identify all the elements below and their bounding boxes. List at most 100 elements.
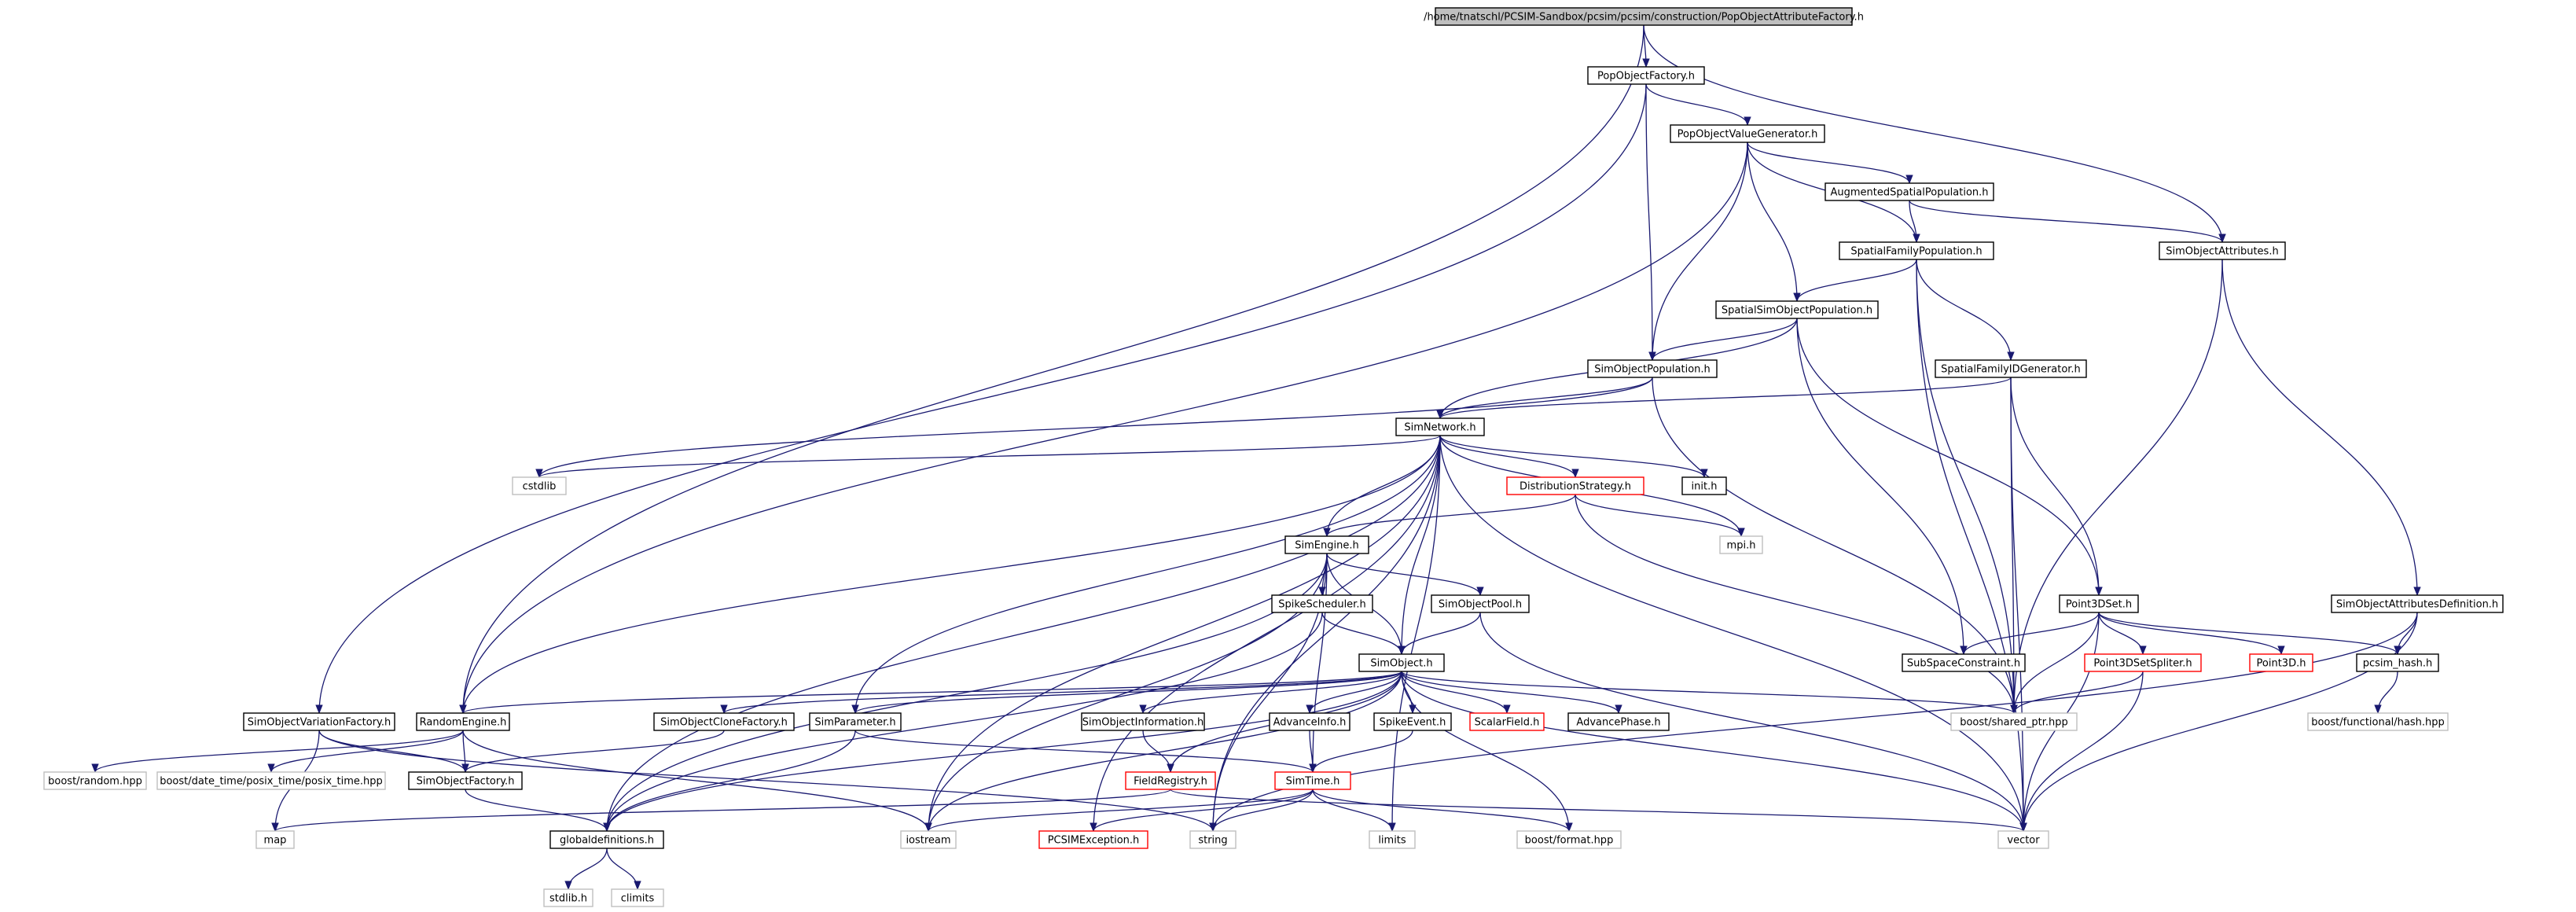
edge-randeng-to-posixtime <box>267 730 464 774</box>
node-augpop[interactable]: AugmentedSpatialPopulation.h <box>1825 182 1994 201</box>
node-randeng[interactable]: RandomEngine.h <box>416 712 510 731</box>
node-label-mpih: mpi.h <box>1727 540 1756 552</box>
node-popfactory[interactable]: PopObjectFactory.h <box>1587 66 1705 85</box>
node-p3dsplit[interactable]: Point3DSetSpliter.h <box>2084 653 2202 672</box>
edge-root-to-randeng <box>459 24 1644 715</box>
edge-fieldreg-to-vector <box>1170 789 2027 833</box>
edge-augpop-to-spatfampop <box>1909 200 1920 244</box>
node-label-map: map <box>264 835 287 847</box>
node-simobjpop[interactable]: SimObjectPopulation.h <box>1587 359 1718 378</box>
node-label-point3d: Point3D.h <box>2257 658 2306 670</box>
node-label-posixtime: boost/date_time/posix_time/posix_time.hp… <box>160 776 383 788</box>
node-box-root <box>1435 7 1853 26</box>
node-box-simtime <box>1274 771 1351 790</box>
node-label-scalarfield: ScalarField.h <box>1475 717 1540 729</box>
node-label-climits: climits <box>621 893 655 905</box>
edge-simobjvarfac-to-simobjfac <box>318 730 469 774</box>
edge-p3dsplit-to-sharedptr <box>2010 671 2144 715</box>
node-label-inith: init.h <box>1692 481 1718 493</box>
node-label-cstdlib: cstdlib <box>523 481 557 493</box>
node-diststrat[interactable]: DistributionStrategy.h <box>1506 476 1644 495</box>
edge-diststrat-to-sharedptr <box>1575 494 2018 715</box>
edge-randeng-to-boostrandom <box>91 730 464 774</box>
node-box-inith <box>1681 476 1727 495</box>
edge-simengine-to-simtime <box>1309 553 1328 774</box>
edge-simobject-to-cloneFac <box>720 671 1402 715</box>
node-cloneFac[interactable]: SimObjectCloneFactory.h <box>653 712 795 731</box>
edge-simnetwork-to-pcsimexc <box>1090 435 1441 833</box>
edge-popvalgen-to-augpop <box>1747 142 1913 185</box>
node-cstdlib: cstdlib <box>512 476 567 495</box>
node-simobjattrdef[interactable]: SimObjectAttributesDefinition.h <box>2331 594 2504 613</box>
edge-simobject-to-vector <box>1401 671 2027 833</box>
node-box-diststrat <box>1506 476 1644 495</box>
edge-simobject-to-randeng <box>459 671 1402 715</box>
node-simtime[interactable]: SimTime.h <box>1274 771 1351 790</box>
node-label-stdlib: stdlib.h <box>549 893 587 905</box>
node-inith[interactable]: init.h <box>1681 476 1727 495</box>
edge-simobject-to-iostream <box>924 671 1402 833</box>
node-pcsimexc[interactable]: PCSIMException.h <box>1038 830 1148 849</box>
node-simparam[interactable]: SimParameter.h <box>809 712 902 731</box>
edge-globaldefs-to-climits <box>606 848 641 891</box>
node-advphase[interactable]: AdvancePhase.h <box>1567 712 1670 731</box>
node-spatsimpop[interactable]: SpatialSimObjectPopulation.h <box>1715 300 1879 319</box>
node-label-simobjfac: SimObjectFactory.h <box>417 776 515 788</box>
edge-simobjinfo-to-fieldreg <box>1142 730 1174 774</box>
node-map: map <box>255 830 295 849</box>
node-box-spatfamid <box>1935 359 2087 378</box>
edge-spikesched-to-globaldefs <box>603 612 1323 833</box>
node-stdlib: stdlib.h <box>543 888 593 907</box>
node-simobject[interactable]: SimObject.h <box>1358 653 1445 672</box>
node-simnetwork[interactable]: SimNetwork.h <box>1395 417 1485 436</box>
edge-spatsimpop-to-subspace <box>1796 318 1968 656</box>
node-label-root: /home/tnatschl/PCSIM-Sandbox/pcsim/pcsim… <box>1424 12 1864 24</box>
node-scalarfield[interactable]: ScalarField.h <box>1469 712 1545 731</box>
edge-diststrat-to-mpih <box>1575 494 1745 538</box>
node-box-simobjattrdef <box>2331 594 2504 613</box>
edge-spatsimpop-to-simobjpop <box>1648 318 1798 362</box>
node-label-fieldreg: FieldRegistry.h <box>1134 776 1207 788</box>
node-label-advinfo: AdvanceInfo.h <box>1273 717 1347 729</box>
node-simobjpool[interactable]: SimObjectPool.h <box>1431 594 1530 613</box>
node-label-p3dsplit: Point3DSetSpliter.h <box>2093 658 2192 670</box>
node-label-spatfamid: SpatialFamilyIDGenerator.h <box>1941 364 2081 376</box>
node-box-map <box>255 830 295 849</box>
node-spikesched[interactable]: SpikeScheduler.h <box>1271 594 1373 613</box>
node-point3d[interactable]: Point3D.h <box>2249 653 2313 672</box>
edge-simnetwork-to-simobject <box>1398 435 1441 656</box>
node-advinfo[interactable]: AdvanceInfo.h <box>1269 712 1350 731</box>
edge-spatfampop-to-spatsimpop <box>1793 259 1917 303</box>
node-simengine[interactable]: SimEngine.h <box>1284 535 1369 554</box>
node-box-sharedptr <box>1950 712 2078 731</box>
node-simobjfac[interactable]: SimObjectFactory.h <box>408 771 523 790</box>
node-box-p3dsplit <box>2084 653 2202 672</box>
node-fieldreg[interactable]: FieldRegistry.h <box>1125 771 1216 790</box>
edge-simobject-to-advinfo <box>1306 671 1402 715</box>
edge-simnetwork-to-limits <box>1388 435 1441 833</box>
node-popvalgen[interactable]: PopObjectValueGenerator.h <box>1670 124 1825 143</box>
node-simobjvarfac[interactable]: SimObjectVariationFactory.h <box>243 712 395 731</box>
node-globaldefs[interactable]: globaldefinitions.h <box>549 830 664 849</box>
edge-simnetwork-to-inith <box>1439 435 1708 479</box>
edge-simnetwork-to-vector <box>1439 435 2027 833</box>
edge-simobjpop-to-simnetwork <box>1436 377 1653 420</box>
node-pcsimhash[interactable]: pcsim_hash.h <box>2356 653 2439 672</box>
node-spatfamid[interactable]: SpatialFamilyIDGenerator.h <box>1935 359 2087 378</box>
node-box-string <box>1189 830 1237 849</box>
node-point3dset[interactable]: Point3DSet.h <box>2059 594 2139 613</box>
node-box-simobjvarfac <box>243 712 395 731</box>
node-spikeevent[interactable]: SpikeEvent.h <box>1373 712 1452 731</box>
node-simobjattr[interactable]: SimObjectAttributes.h <box>2159 241 2286 260</box>
node-simobjinfo[interactable]: SimObjectInformation.h <box>1081 712 1205 731</box>
node-box-simobjfac <box>408 771 523 790</box>
edge-popvalgen-to-simobjpop <box>1648 142 1748 362</box>
edge-popfactory-to-simobjvarfac <box>315 83 1647 715</box>
node-label-diststrat: DistributionStrategy.h <box>1520 481 1631 493</box>
node-box-point3d <box>2249 653 2313 672</box>
node-box-spatfampop <box>1839 241 1994 260</box>
node-box-posixtime <box>156 771 386 790</box>
node-box-randeng <box>416 712 510 731</box>
node-spatfampop[interactable]: SpatialFamilyPopulation.h <box>1839 241 1994 260</box>
node-subspace[interactable]: SubSpaceConstraint.h <box>1902 653 2026 672</box>
